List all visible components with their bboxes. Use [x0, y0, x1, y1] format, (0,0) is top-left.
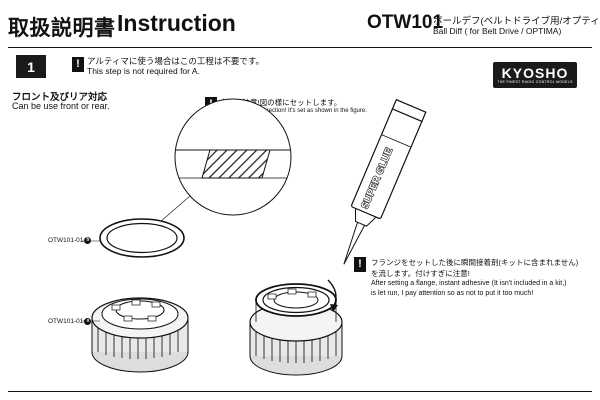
product-name-english: Ball Diff ( for Belt Drive / OPTIMA) [433, 26, 562, 36]
product-name-japanese: ボールデフ(ベルトドライブ用/オプティマ) [433, 16, 600, 27]
glue-note-japanese-line1: フランジをセットした後に瞬間接着剤(キットに含まれません) [371, 258, 579, 267]
part-mark-b: b [84, 237, 92, 244]
kyosho-logo: KYOSHO THE FINEST RADIO CONTROL MODELS [493, 62, 577, 88]
glue-note-english-line1: After setting a flange, instant adhesive… [371, 280, 567, 287]
direction-note-english: Attention to the direction! It's set as … [220, 108, 367, 114]
apply-arrow-icon [327, 279, 337, 307]
step-note-english: This step is not required for A. [87, 66, 200, 76]
glue-note-english-line2: is let run, I pay attention so as not to… [371, 290, 534, 297]
header-divider [8, 47, 592, 48]
logo-tagline: THE FINEST RADIO CONTROL MODELS [497, 79, 573, 84]
super-glue-bottle: SUPER GLUE [343, 98, 427, 265]
logo-text: KYOSHO [501, 64, 569, 81]
part-number: OTW101-01 [48, 318, 84, 326]
direction-note-japanese: 向きに注意!図の様にセットします。 [220, 98, 342, 107]
step-number-badge: 1 [16, 55, 46, 78]
footer-divider [8, 391, 592, 392]
part-number: OTW101-01 [48, 237, 84, 245]
title-japanese: 取扱説明書 [8, 17, 116, 40]
usage-note-japanese: フロント及びリア対応 [12, 92, 108, 103]
title-english: Instruction [117, 10, 236, 36]
magnified-detail [174, 98, 292, 216]
flange-ring [99, 218, 185, 258]
diff-pulley-right [249, 283, 343, 376]
model-number: OTW101 [367, 12, 444, 33]
diff-pulley-left [91, 297, 189, 373]
step-note-japanese: アルティマに使う場合はこの工程は不要です。 [87, 56, 265, 66]
exclamation-icon: ! [72, 57, 84, 72]
glue-note-japanese-line2: を流します。付けすぎに注意! [371, 269, 470, 278]
arrow-head-icon [330, 304, 338, 312]
magnifier-leader [159, 195, 191, 223]
exclamation-icon: ! [354, 257, 366, 272]
usage-note-english: Can be use front or rear. [12, 101, 110, 111]
